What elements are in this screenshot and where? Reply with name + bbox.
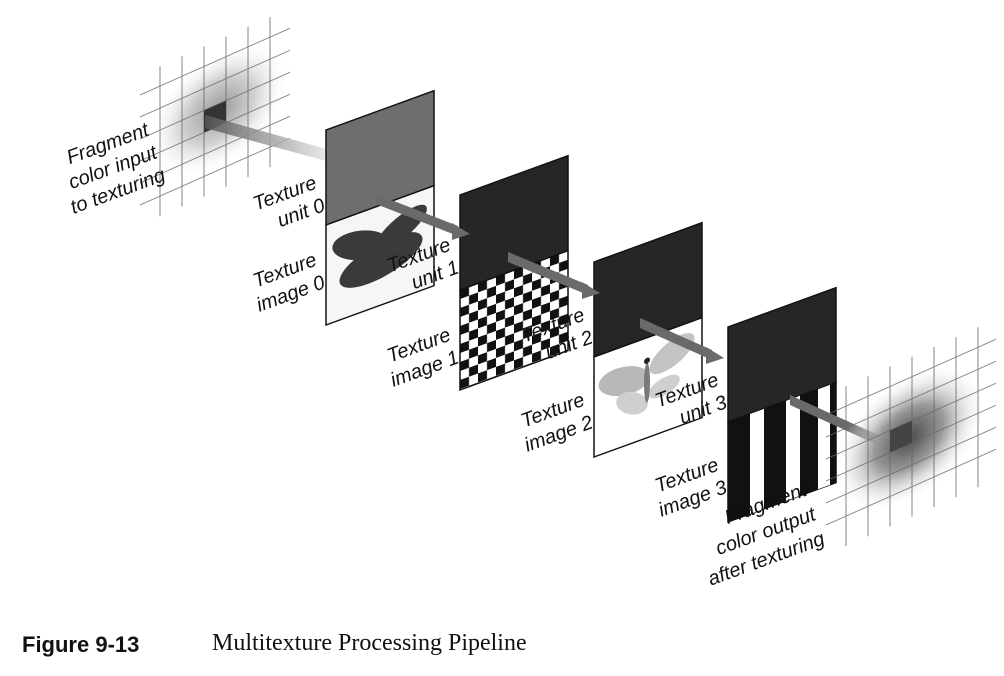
figure-number: Figure 9-13 [22, 632, 140, 657]
label-texture-image-2: Texture image 2 [518, 389, 596, 457]
label-texture-image-3: Texture image 3 [652, 454, 730, 522]
texture-unit-0-panel [325, 89, 435, 327]
texture-unit-2-panel [593, 221, 703, 459]
figure-title: Multitexture Processing Pipeline [212, 630, 527, 656]
fragment-input-grid [140, 16, 290, 217]
texture-unit-1-panel [459, 154, 569, 392]
label-texture-unit-0: Texture unit 0 [250, 172, 328, 232]
texture-unit-3-panel [727, 286, 837, 524]
input-beam [205, 115, 330, 162]
label-texture-image-0: Texture image 0 [250, 249, 328, 317]
label-texture-image-1: Texture image 1 [384, 324, 462, 392]
fragment-output-grid [826, 327, 996, 547]
figure-caption: Figure 9-13 Multitexture Processing Pipe… [22, 628, 982, 664]
